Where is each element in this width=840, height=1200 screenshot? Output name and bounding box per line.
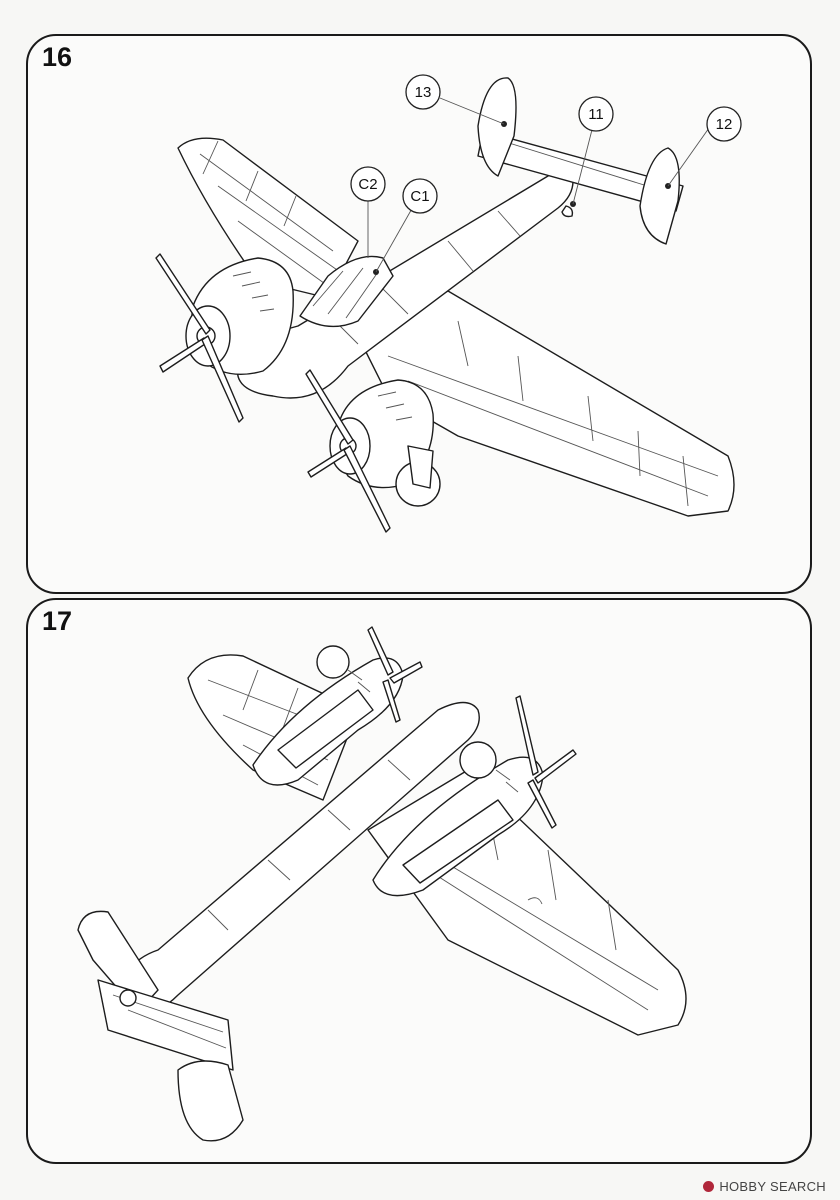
svg-text:12: 12 [716,116,733,133]
right-engine [372,741,544,897]
left-engine [185,257,294,376]
right-wheel [459,741,497,779]
right-fin [639,147,680,245]
left-propeller [155,253,244,423]
aircraft-top-view-illustration: 13 11 12 C2 C1 [155,74,742,533]
canopy [299,255,394,328]
right-engine [329,379,441,507]
step-17-panel: 17 [26,598,812,1164]
svg-text:13: 13 [415,84,432,101]
left-fin [477,77,517,177]
tailplane [77,910,244,1142]
svg-text:C2: C2 [358,176,377,193]
left-wheel [316,645,350,679]
lower-fin [177,1060,244,1142]
callout-c1: C1 [402,178,438,214]
hobby-search-logo-icon [703,1181,715,1192]
callout-12: 12 [706,106,742,142]
step-number: 17 [42,606,73,636]
left-propeller [367,626,423,723]
aircraft-underside-view-illustration [77,626,687,1142]
svg-text:C1: C1 [410,188,429,205]
callout-c2: C2 [350,166,386,202]
tailplane [477,77,684,245]
callout-13: 13 [405,74,441,110]
right-propeller [305,369,391,533]
right-wing [357,290,735,517]
step-number: 16 [42,42,73,72]
right-propeller [515,695,577,829]
step-16-panel: 16 [26,34,812,594]
watermark: HOBBY SEARCH [703,1179,826,1194]
svg-text:11: 11 [588,106,604,123]
callout-11: 11 [578,96,614,132]
